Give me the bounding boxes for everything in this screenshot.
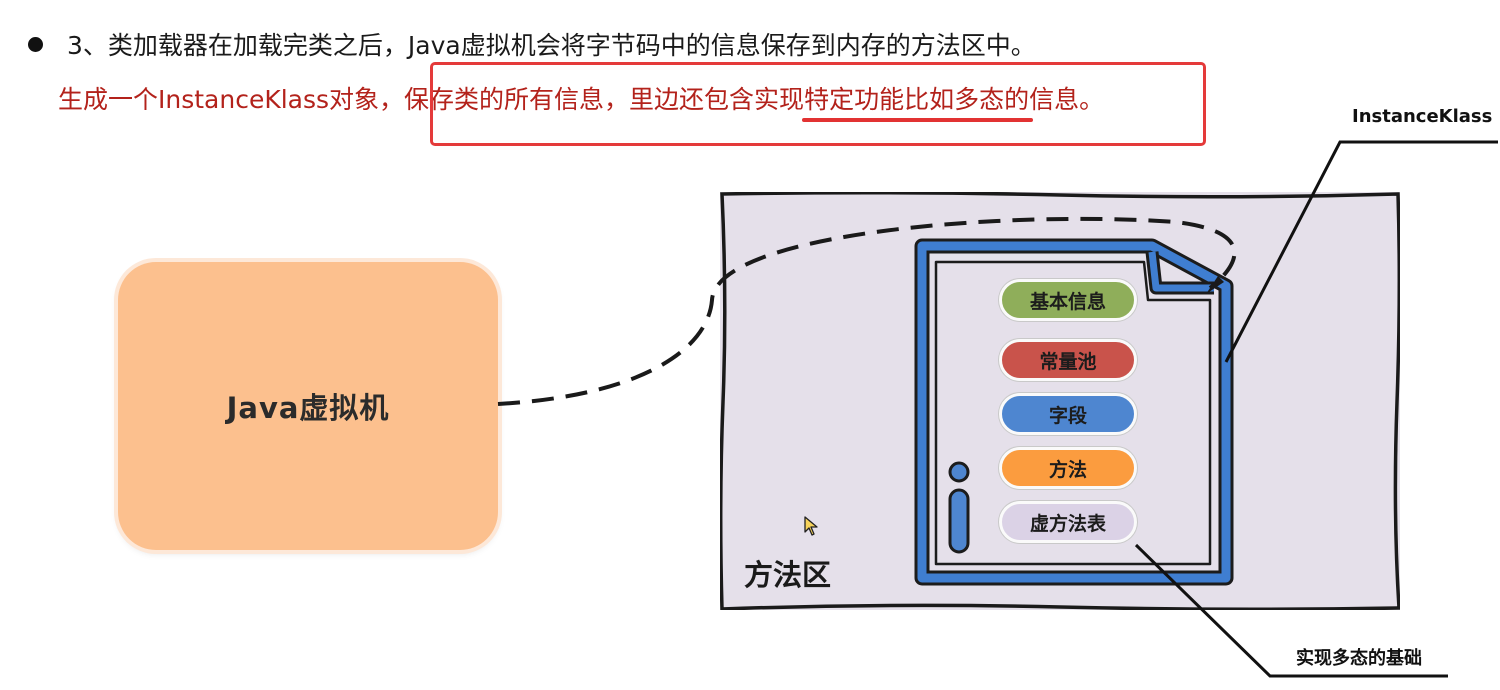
section-pill: 常量池 [999, 339, 1137, 381]
connector-arrow [1206, 276, 1224, 294]
mouse-cursor-icon [804, 516, 818, 536]
subtitle-line: 生成一个InstanceKlass对象，保存类的所有信息，里边还包含实现特定功能… [58, 78, 1105, 122]
method-area-border [720, 192, 1400, 610]
subtitle-underlined-text: 特定功能比如多态的 [802, 80, 1034, 122]
subtitle-boxed-tail: 信息 [1029, 85, 1080, 114]
bullet-dot [28, 36, 43, 52]
instance-klass-document [914, 238, 1234, 586]
polymorphism-callout-line [1134, 543, 1448, 678]
subtitle-end: 。 [1079, 85, 1105, 114]
bullet-text: 3、类加载器在加载完类之后，Java虚拟机会将字节码中的信息保存到内存的方法区中… [67, 31, 1036, 60]
subtitle-boxed-text: 保存类的所有信息，里边还包含实现 [404, 85, 805, 114]
instance-klass-callout-label: InstanceKlass [1352, 106, 1493, 127]
polymorphism-callout-label: 实现多态的基础 [1296, 648, 1422, 669]
section-pill: 字段 [999, 393, 1137, 435]
jvm-box: Java虚拟机 [118, 262, 498, 550]
subtitle-prefix: 生成一个InstanceKlass对象， [58, 85, 405, 114]
highlight-box [430, 62, 1206, 146]
info-icon [948, 461, 970, 554]
bullet-point: 3、类加载器在加载完类之后，Java虚拟机会将字节码中的信息保存到内存的方法区中… [28, 24, 1036, 64]
section-pill: 方法 [999, 447, 1137, 489]
instance-klass-callout-line [1224, 140, 1498, 363]
section-pill: 虚方法表 [999, 501, 1137, 543]
method-area-label: 方法区 [744, 558, 832, 592]
dashed-connector [497, 216, 1237, 406]
jvm-label: Java虚拟机 [226, 391, 390, 425]
section-pill: 基本信息 [999, 279, 1137, 321]
